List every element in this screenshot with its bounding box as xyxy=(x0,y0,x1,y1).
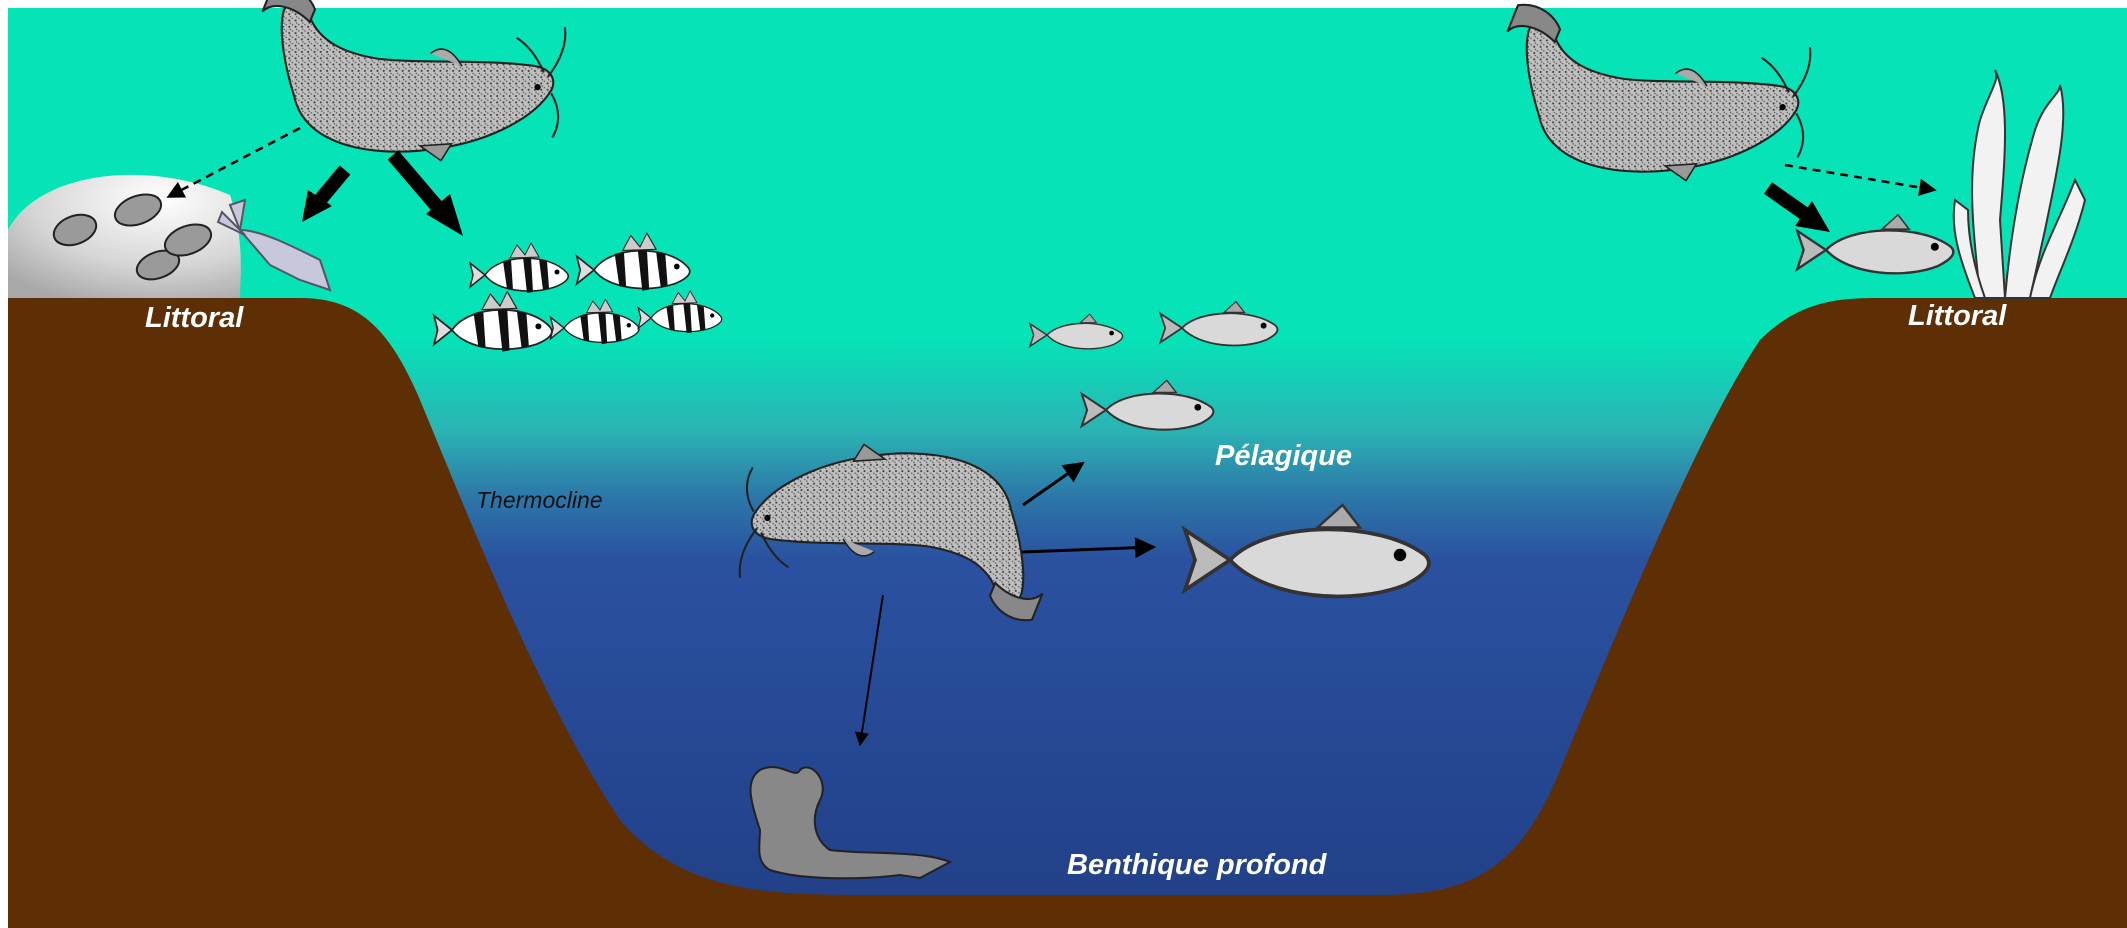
label-littoral-right: Littoral xyxy=(1908,300,2007,332)
label-deep-benthic: Benthique profond xyxy=(1067,849,1328,881)
label-littoral-left: Littoral xyxy=(145,302,244,334)
label-pelagic: Pélagique xyxy=(1215,440,1352,472)
label-thermocline: Thermocline xyxy=(476,487,603,513)
